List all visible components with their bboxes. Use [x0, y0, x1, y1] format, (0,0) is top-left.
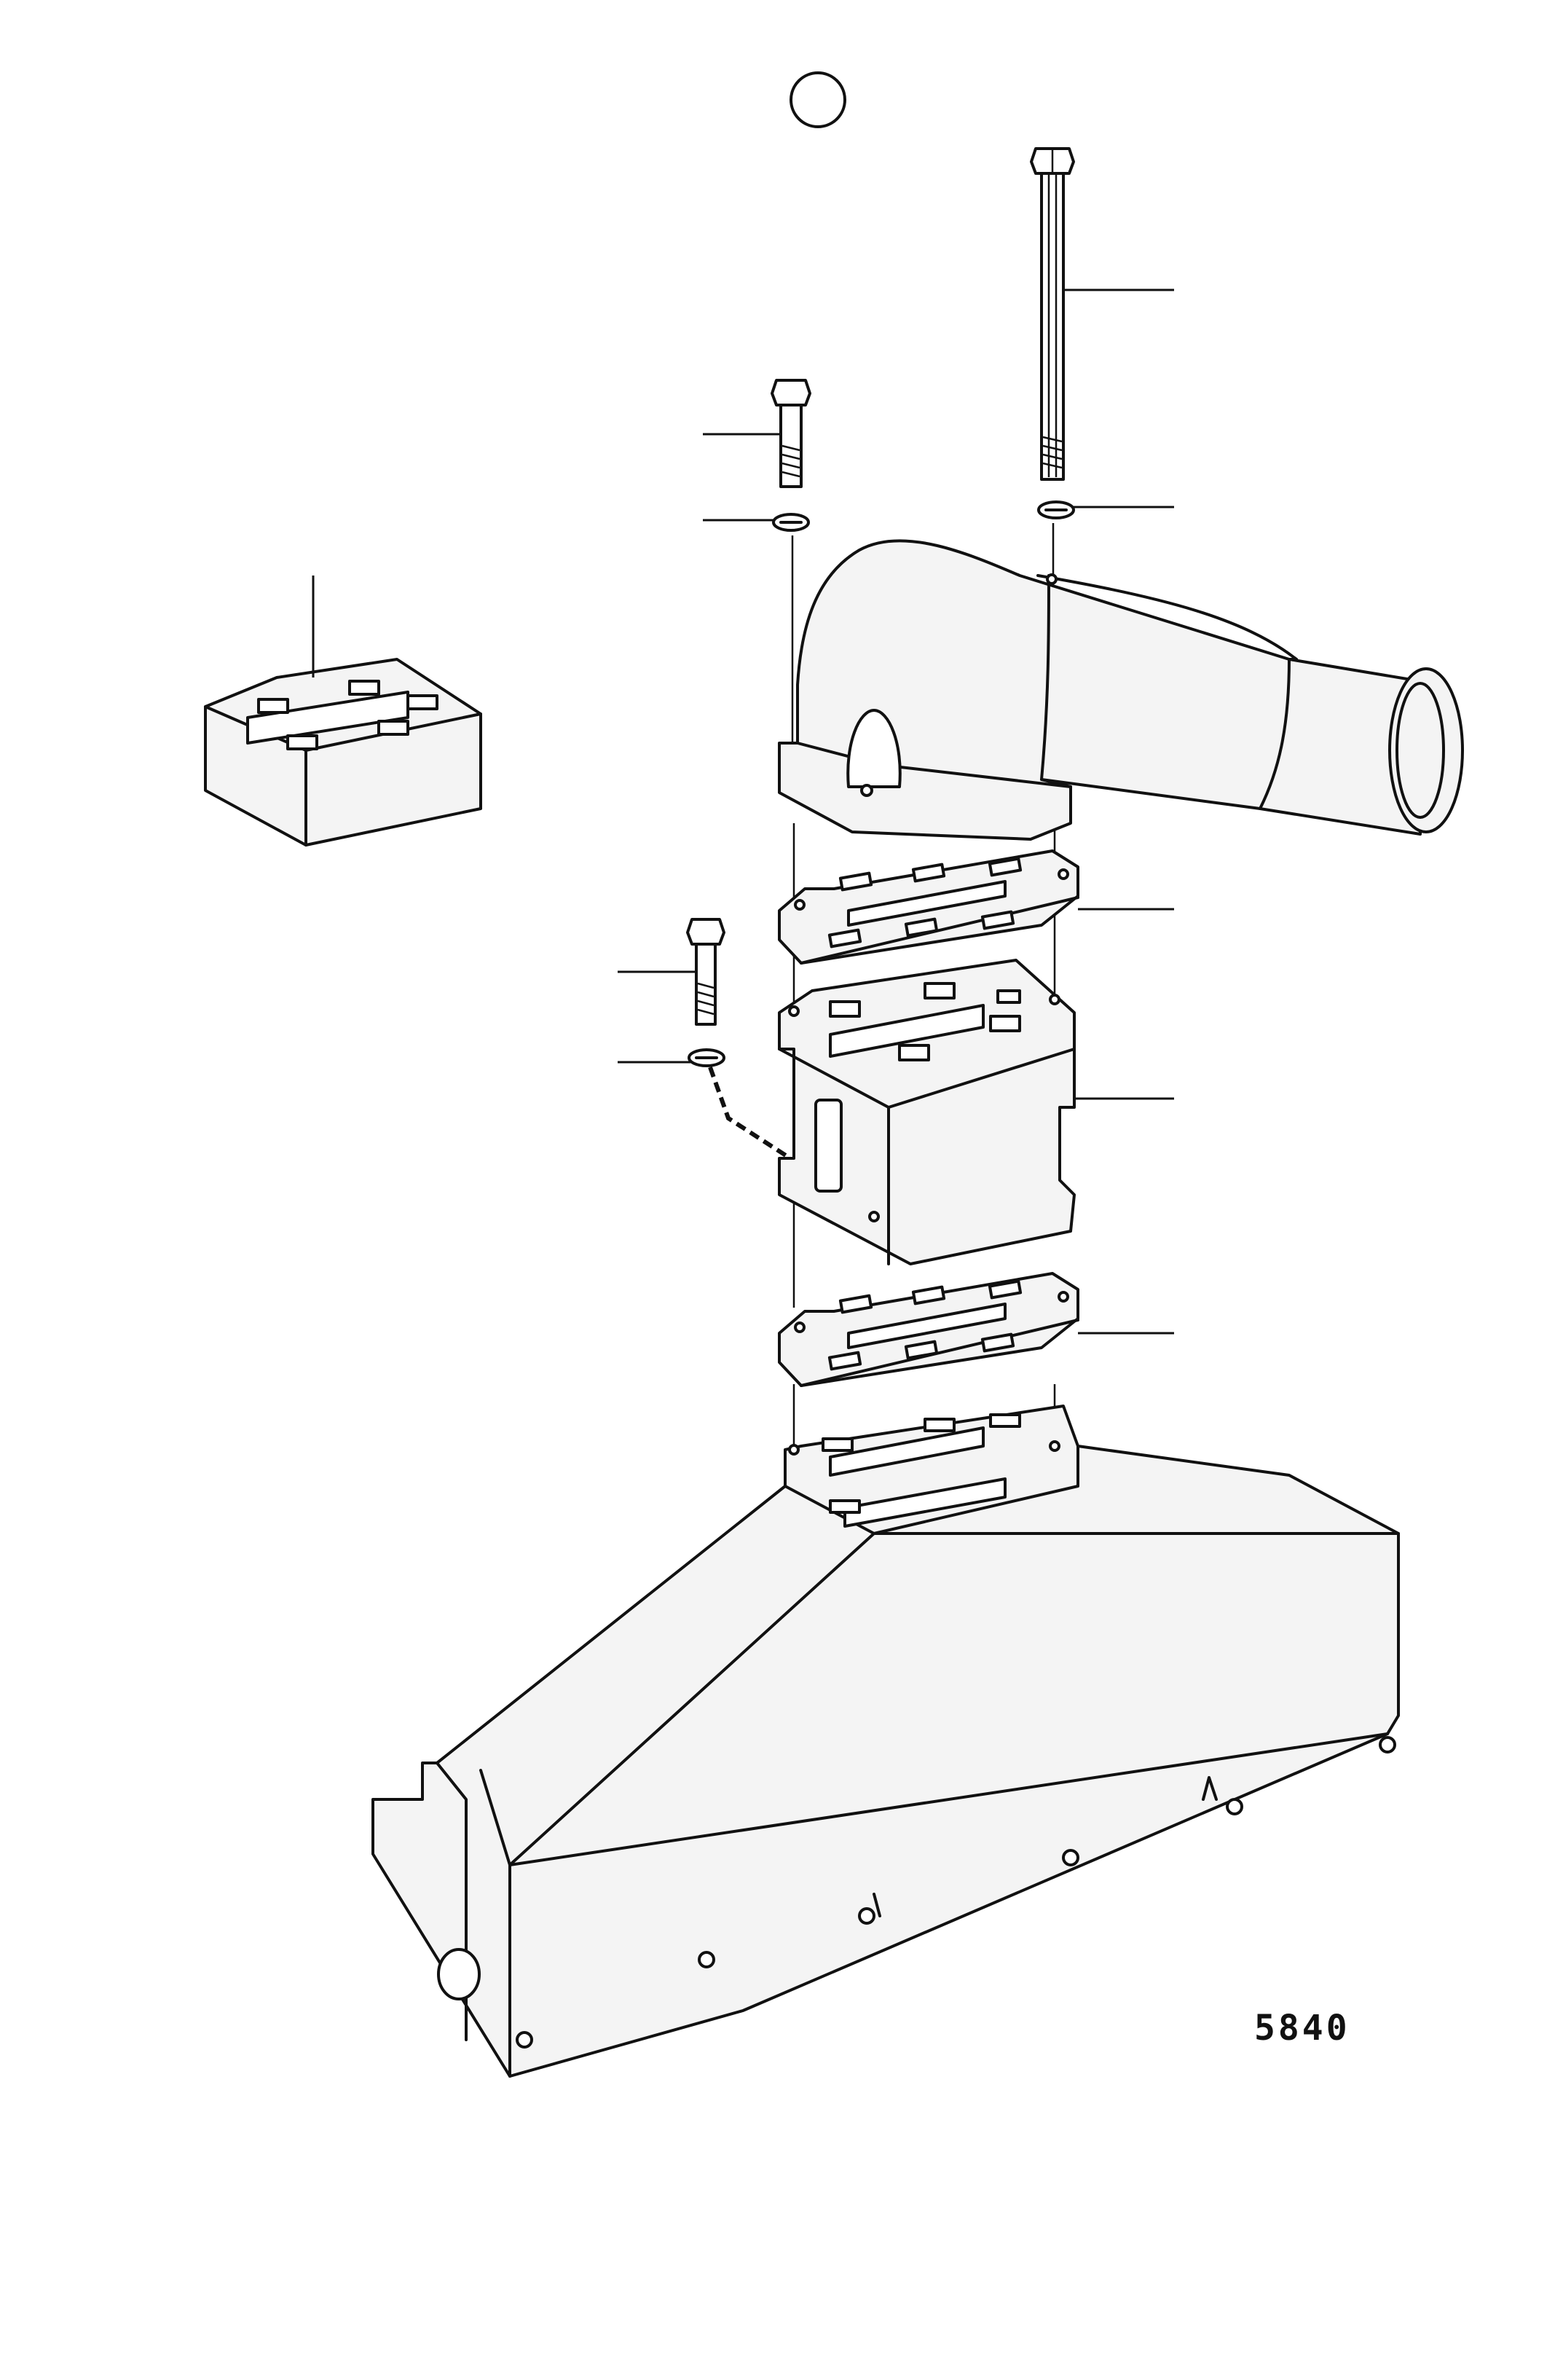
drawing-number: 5840 — [1254, 2008, 1350, 2049]
short-bolt-lower — [686, 918, 725, 1026]
dashed-assembly-path — [708, 1066, 792, 1160]
exhaust-manifold — [371, 1405, 1400, 2078]
upper-gasket — [778, 849, 1079, 965]
long-bolt — [1030, 147, 1075, 481]
short-bolt-upper — [771, 379, 811, 488]
riser-spacer — [778, 959, 1076, 1265]
loose-spacer-block — [204, 658, 482, 847]
reference-circle — [790, 71, 846, 128]
lock-washer-upper-left — [772, 513, 810, 532]
lock-washer-upper-right — [1037, 500, 1075, 519]
exhaust-elbow — [778, 539, 1464, 841]
lower-gasket — [778, 1272, 1079, 1387]
lock-washer-lower — [688, 1048, 725, 1067]
